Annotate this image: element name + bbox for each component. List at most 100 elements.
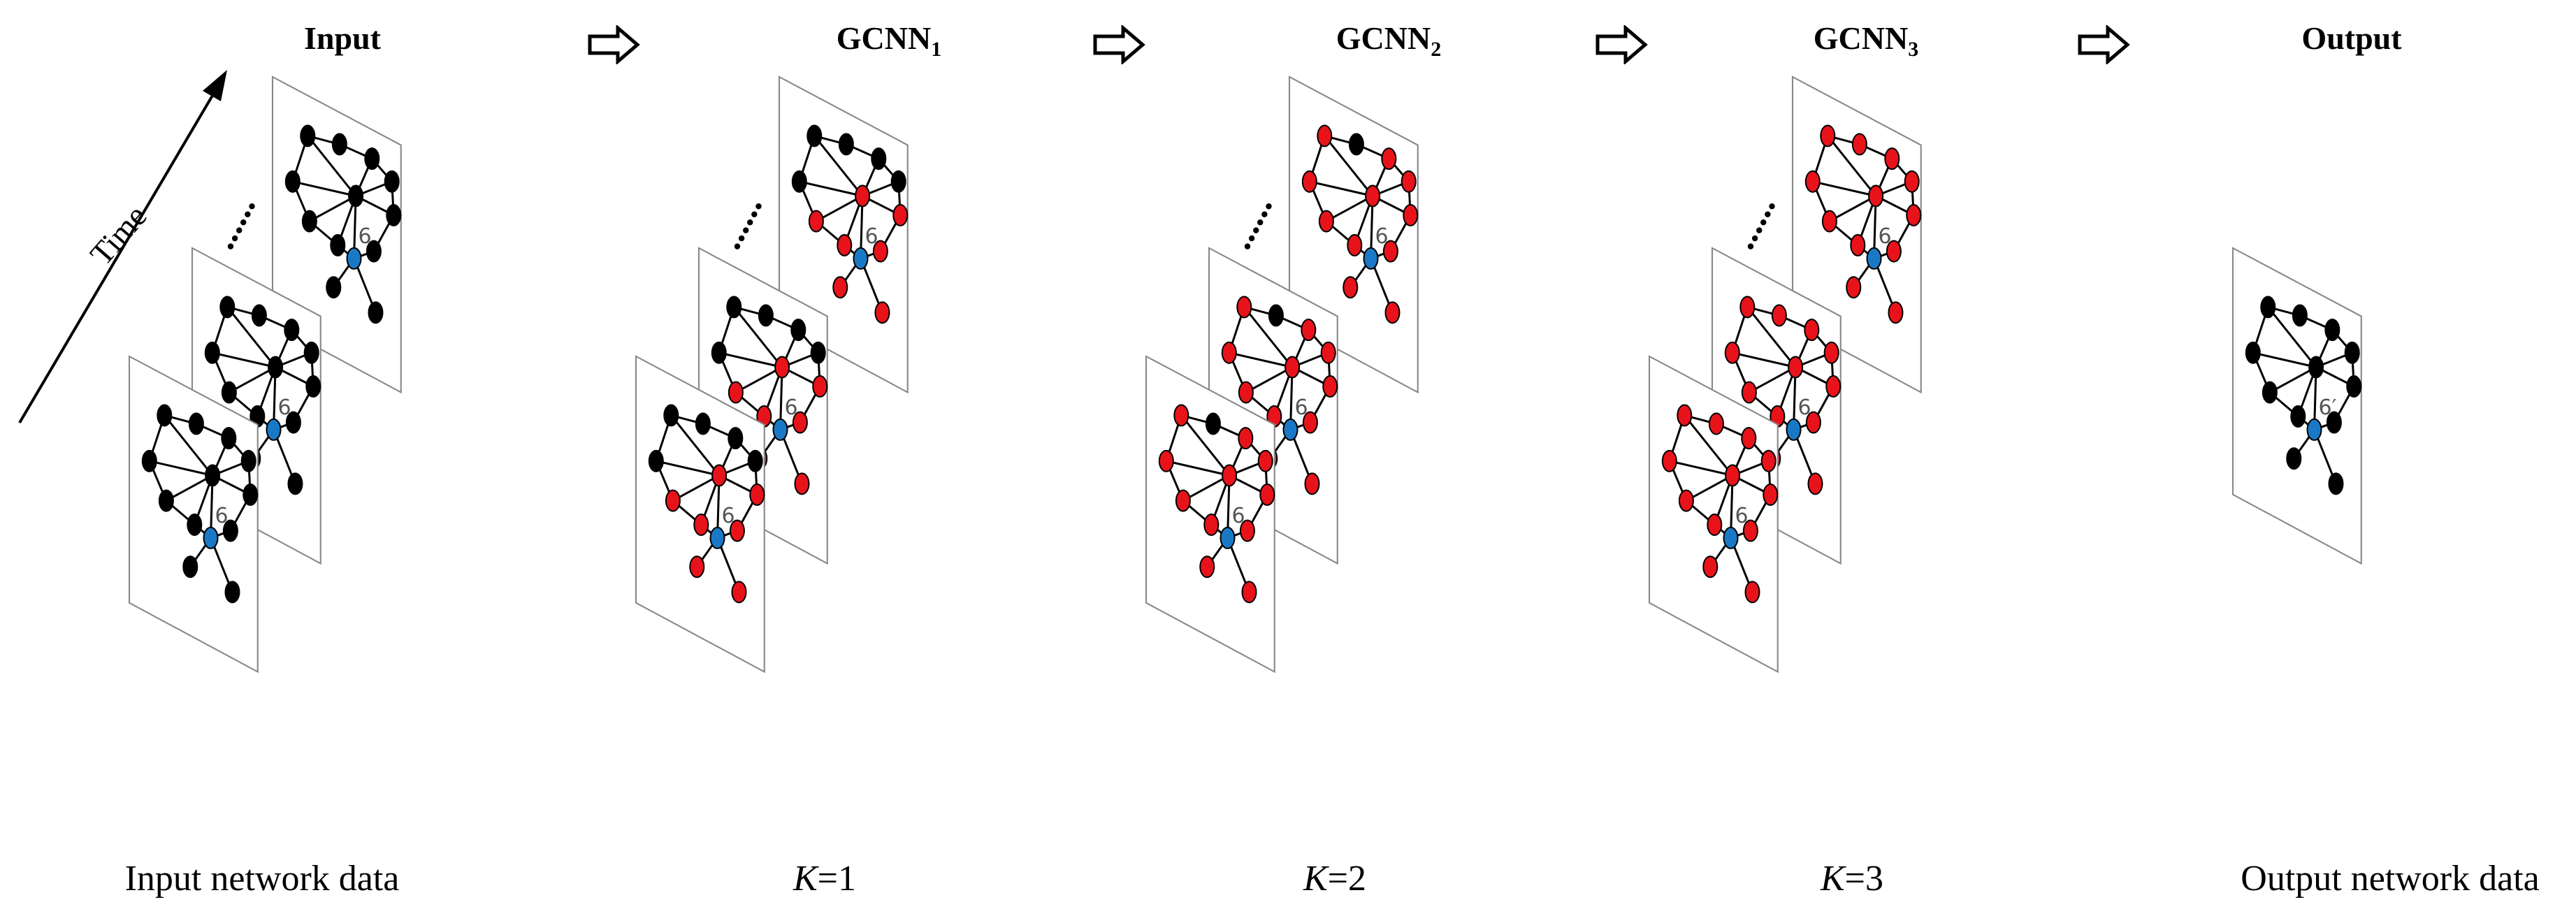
graph-node	[157, 404, 173, 427]
graph-node	[792, 411, 808, 434]
graph-edge	[292, 180, 356, 197]
graph-node	[794, 472, 810, 495]
graph-node	[1381, 147, 1397, 170]
graph-node	[1268, 304, 1284, 327]
center-node-label: 6	[359, 224, 372, 249]
graph-node	[1347, 234, 1363, 256]
graph-node	[1222, 464, 1238, 487]
caption-k3: K=3	[1820, 859, 1884, 899]
graph-edge	[307, 135, 357, 197]
graph-node	[1820, 124, 1836, 147]
graph-edge	[212, 351, 276, 368]
graph-node	[1707, 514, 1723, 536]
graph-node	[1744, 581, 1760, 604]
graph-node	[872, 240, 888, 263]
graph-node	[1317, 124, 1333, 147]
graph-node	[1661, 449, 1677, 472]
graph-panel: 6′	[2231, 247, 2362, 565]
center-node-label: 6	[785, 395, 798, 420]
graph-node	[1906, 204, 1922, 226]
graph-edge	[2267, 306, 2317, 368]
graph-node	[1804, 319, 1820, 342]
center-node	[1786, 418, 1802, 441]
graph-edge	[1166, 460, 1230, 477]
graph-node	[1851, 133, 1867, 156]
graph-edge	[166, 474, 213, 502]
graph-edge	[1326, 195, 1373, 222]
center-node-label: 6	[1879, 224, 1892, 249]
time-axis-arrowhead	[203, 70, 227, 101]
graph-node	[695, 412, 711, 435]
stage-title-output: Output	[2301, 20, 2402, 56]
center-node	[266, 418, 282, 441]
center-node	[709, 526, 725, 549]
caption-k2: K=2	[1303, 859, 1367, 899]
graph-edge	[718, 351, 783, 368]
ellipsis-dots: ......	[1723, 189, 1783, 256]
graph-panel: 6	[1145, 355, 1275, 674]
graph-node	[2260, 296, 2276, 319]
graph-node	[1904, 170, 1920, 193]
graph-node	[303, 341, 319, 364]
graph-node	[1175, 489, 1191, 512]
time-axis-line	[18, 89, 217, 424]
graph-edge	[656, 460, 720, 477]
graph-edge	[1182, 474, 1230, 502]
caption-k2-italic: K	[1303, 859, 1328, 899]
graph-node	[240, 449, 256, 472]
center-node-label: 6′	[2319, 395, 2337, 420]
graph-node	[1348, 133, 1364, 156]
graph-edge	[1684, 414, 1734, 477]
right-arrow-icon	[588, 25, 640, 64]
graph-node	[1677, 404, 1693, 427]
graph-edge	[1749, 366, 1796, 393]
center-node	[203, 526, 219, 549]
graph-node	[758, 304, 774, 327]
center-node	[346, 247, 362, 270]
center-node	[1723, 526, 1739, 549]
graph-node	[222, 519, 238, 542]
graph-edge	[1746, 306, 1797, 368]
right-arrow-icon	[1093, 25, 1145, 64]
graph-node	[284, 170, 301, 193]
graph-node	[1304, 472, 1320, 495]
center-node-label: 6	[1375, 224, 1389, 249]
graph-node	[1173, 404, 1189, 427]
graph-node	[300, 124, 316, 147]
graph-edge	[813, 135, 864, 197]
graph-node	[1702, 555, 1718, 579]
graph-node	[219, 296, 236, 319]
graph-node	[1763, 484, 1779, 506]
graph-node	[1205, 412, 1221, 435]
graph-node	[2324, 319, 2340, 342]
stage-title-gcnn3-sub: 3	[1908, 38, 1919, 61]
graph-node	[251, 304, 267, 327]
graph-node	[204, 341, 220, 364]
graph-node	[1678, 489, 1694, 512]
graph-node	[790, 319, 806, 342]
graph-edge	[164, 414, 214, 477]
stage-title-gcnn3: GCNN3	[1814, 20, 1918, 61]
graph-node	[791, 170, 807, 193]
center-node	[1363, 247, 1379, 270]
graph-node	[1868, 184, 1884, 208]
graph-edge	[672, 474, 720, 502]
graph-edge	[1732, 351, 1796, 368]
caption-input: Input network data	[124, 859, 400, 899]
graph-node	[726, 296, 742, 319]
stage-title-gcnn1-sub: 1	[931, 38, 942, 61]
graph-node	[1285, 356, 1301, 379]
graph-node	[1821, 210, 1837, 233]
ellipsis-dots: ......	[203, 189, 263, 256]
graph-node	[187, 514, 203, 536]
graph-edge	[1243, 306, 1294, 368]
stage-title-gcnn1: GCNN1	[837, 20, 941, 61]
graph-node	[2262, 381, 2278, 404]
graph-node	[2286, 447, 2302, 470]
graph-node	[2308, 356, 2324, 379]
graph-node	[837, 234, 853, 256]
center-node	[1866, 247, 1882, 270]
graph-node	[243, 484, 259, 506]
stage-title-gcnn3-base: GCNN	[1813, 20, 1909, 56]
